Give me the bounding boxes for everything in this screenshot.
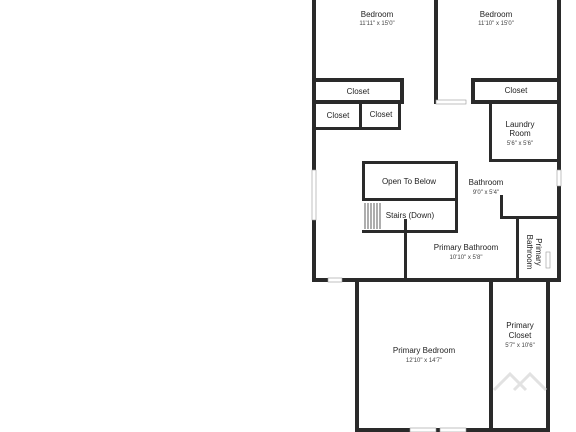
walls <box>312 0 561 432</box>
room-name-line2: Room <box>509 129 531 138</box>
room-stairs: Stairs (Down) <box>386 211 435 220</box>
room-name: Primary Bedroom <box>393 346 456 355</box>
room-name-line2: Bathroom <box>525 235 534 270</box>
room-primary-bathroom-vertical: Primary Bathroom <box>525 235 543 270</box>
room-dims: 12'10" x 14'7" <box>406 358 442 364</box>
room-laundry: Laundry Room 5'6" x 5'6" <box>506 120 535 147</box>
windows <box>311 99 562 432</box>
room-dims: 9'0" x 5'4" <box>473 190 499 196</box>
room-dims: 11'10" x 15'0" <box>478 21 514 27</box>
room-closet-mid-left: Closet <box>327 111 350 120</box>
room-closet-top-right: Closet <box>505 86 528 95</box>
room-name-line1: Primary <box>534 238 543 266</box>
room-dims: 5'7" x 10'6" <box>505 343 535 349</box>
room-primary-bedroom: Primary Bedroom 12'10" x 14'7" <box>393 346 456 364</box>
room-bedroom-left: Bedroom 11'11" x 15'0" <box>359 10 394 27</box>
room-name: Bathroom <box>469 178 504 187</box>
room-name-line2: Closet <box>509 331 532 340</box>
room-dims: 5'6" x 5'6" <box>507 141 533 147</box>
room-name: Primary Bathroom <box>434 243 499 252</box>
room-bedroom-right: Bedroom 11'10" x 15'0" <box>478 10 514 27</box>
room-name: Bedroom <box>480 10 513 19</box>
room-bathroom: Bathroom 9'0" x 5'4" <box>469 178 504 196</box>
room-name-line1: Laundry <box>506 120 535 129</box>
room-dims: 11'11" x 15'0" <box>359 21 394 27</box>
room-primary-bathroom: Primary Bathroom 10'10" x 5'8" <box>434 243 499 261</box>
room-primary-closet: Primary Closet 5'7" x 10'6" <box>505 321 535 349</box>
room-name-line1: Primary <box>506 321 534 330</box>
room-name: Bedroom <box>361 10 394 19</box>
stairs-treads <box>364 203 381 229</box>
room-open-to-below: Open To Below <box>382 177 436 186</box>
room-closet-mid-right: Closet <box>370 110 393 119</box>
room-closet-top-left: Closet <box>347 87 370 96</box>
room-dims: 10'10" x 5'8" <box>450 255 483 261</box>
house-logo-icon <box>492 371 548 392</box>
